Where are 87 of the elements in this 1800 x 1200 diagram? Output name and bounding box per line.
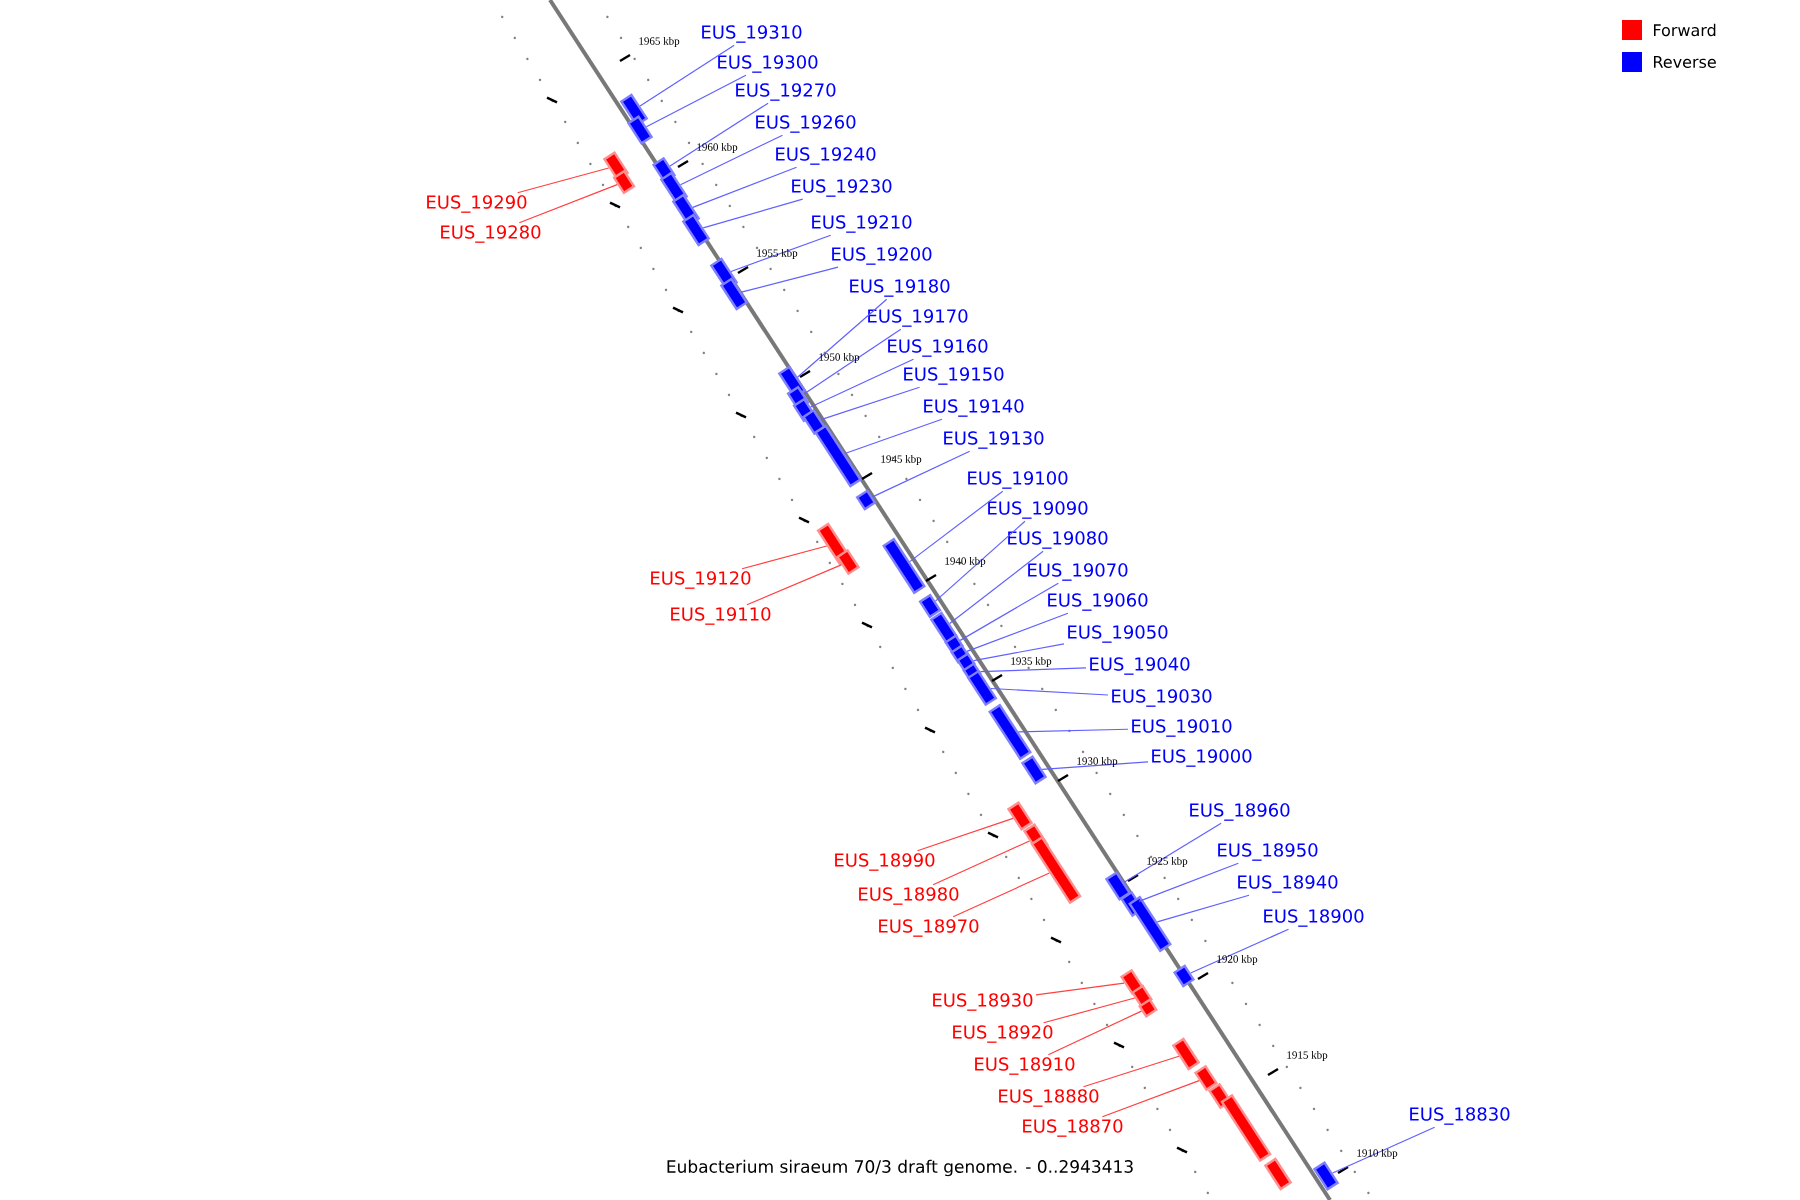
leader-line (810, 358, 914, 408)
leader-line (702, 198, 804, 229)
leader-line (1123, 822, 1222, 883)
leader-line (1017, 728, 1129, 733)
leader-line (952, 872, 1050, 918)
gene-label: EUS_19160 (888, 339, 988, 357)
leader-line (639, 44, 735, 107)
gene-label: EUS_18900 (1264, 909, 1364, 927)
gene-label: EUS_19040 (1090, 657, 1190, 675)
leader-line (803, 328, 902, 395)
leader-line (1138, 862, 1239, 902)
gene-label: EUS_19130 (944, 431, 1044, 449)
leader-line (741, 545, 828, 570)
gene-label: EUS_19060 (1048, 593, 1148, 611)
gene-label: EUS_19200 (832, 247, 932, 265)
gene-label: EUS_19270 (736, 83, 836, 101)
gene-label: EUS_19090 (988, 501, 1088, 519)
leader-line (966, 612, 1069, 652)
gene-label: EUS_19260 (756, 115, 856, 133)
leader-line (692, 166, 798, 208)
gene-label: EUS_18870 (1023, 1119, 1123, 1137)
gene-label: EUS_19240 (776, 147, 876, 165)
gene-label: EUS_19140 (924, 399, 1024, 417)
gene-label: EUS_18960 (1190, 803, 1290, 821)
leader-line (1101, 1080, 1200, 1118)
leader-line (979, 667, 1087, 673)
leader-line (934, 520, 1026, 602)
gene-label: EUS_18880 (999, 1089, 1099, 1107)
caption: Eubacterium siraeum 70/3 draft genome. - 0..2943413 (667, 1159, 1133, 1177)
gene-label: EUS_19310 (702, 25, 802, 43)
leader-line (1047, 1010, 1143, 1056)
leader-line (1043, 997, 1136, 1024)
leader-line (679, 134, 784, 186)
leader-line (973, 643, 1065, 662)
legend-label: Reverse (1654, 56, 1716, 68)
leader-line (740, 266, 839, 293)
gene-label: EUS_18940 (1238, 875, 1338, 893)
leader-line (916, 817, 1014, 852)
gene-label: EUS_19030 (1112, 689, 1212, 707)
gene-label: EUS_18920 (953, 1025, 1053, 1043)
gene-label: EUS_18980 (859, 887, 959, 905)
gene-label: EUS_18910 (975, 1057, 1075, 1075)
leader-line (1332, 1126, 1436, 1174)
leader-line (844, 418, 943, 455)
gene-label: EUS_19050 (1068, 625, 1168, 643)
leader-line (820, 386, 921, 421)
gene-glyph (855, 489, 877, 511)
leader-line (949, 550, 1044, 625)
gene-label: EUS_19180 (850, 279, 950, 297)
gene-label: EUS_19010 (1132, 719, 1232, 737)
gene-label: EUS_18990 (835, 853, 935, 871)
legend-label: Forward (1654, 23, 1716, 37)
leader-line (1041, 761, 1149, 770)
leader-line (517, 167, 610, 194)
gene-label: EUS_19150 (904, 367, 1004, 385)
leader-line (1035, 982, 1125, 996)
gene-label: EUS_18970 (879, 919, 979, 937)
leader-line (1082, 1055, 1180, 1088)
gene-label: EUS_19210 (812, 215, 912, 233)
gene-label: EUS_19230 (792, 179, 892, 197)
leader-line (518, 184, 618, 224)
leader-line (990, 687, 1109, 696)
gene-label: EUS_18830 (1410, 1107, 1510, 1125)
gene-label: EUS_19170 (868, 309, 968, 327)
gene-label: EUS_19120 (651, 571, 751, 589)
gene-label: EUS_18930 (933, 993, 1033, 1011)
gene-label: EUS_19100 (968, 471, 1068, 489)
gene-label: EUS_19070 (1028, 563, 1128, 581)
gene-label: EUS_19290 (427, 195, 527, 213)
leader-line (1156, 894, 1250, 923)
leader-line (669, 102, 769, 167)
gene-label: EUS_19000 (1152, 749, 1252, 767)
leader-line (746, 564, 842, 606)
gene-label: EUS_19080 (1008, 531, 1108, 549)
gene-glyph (1138, 998, 1158, 1018)
leader-line (872, 450, 971, 498)
gene-label: EUS_19280 (441, 225, 541, 243)
leader-line (1190, 928, 1290, 974)
leader-line (730, 234, 832, 273)
leader-line (796, 298, 888, 378)
leader-line (645, 74, 747, 128)
leader-line (959, 582, 1059, 641)
leader-line (932, 840, 1030, 886)
gene-label: EUS_19110 (671, 607, 771, 625)
gene-label: EUS_18950 (1218, 843, 1318, 861)
leader-line (909, 490, 1004, 563)
gene-label: EUS_19300 (718, 55, 818, 73)
